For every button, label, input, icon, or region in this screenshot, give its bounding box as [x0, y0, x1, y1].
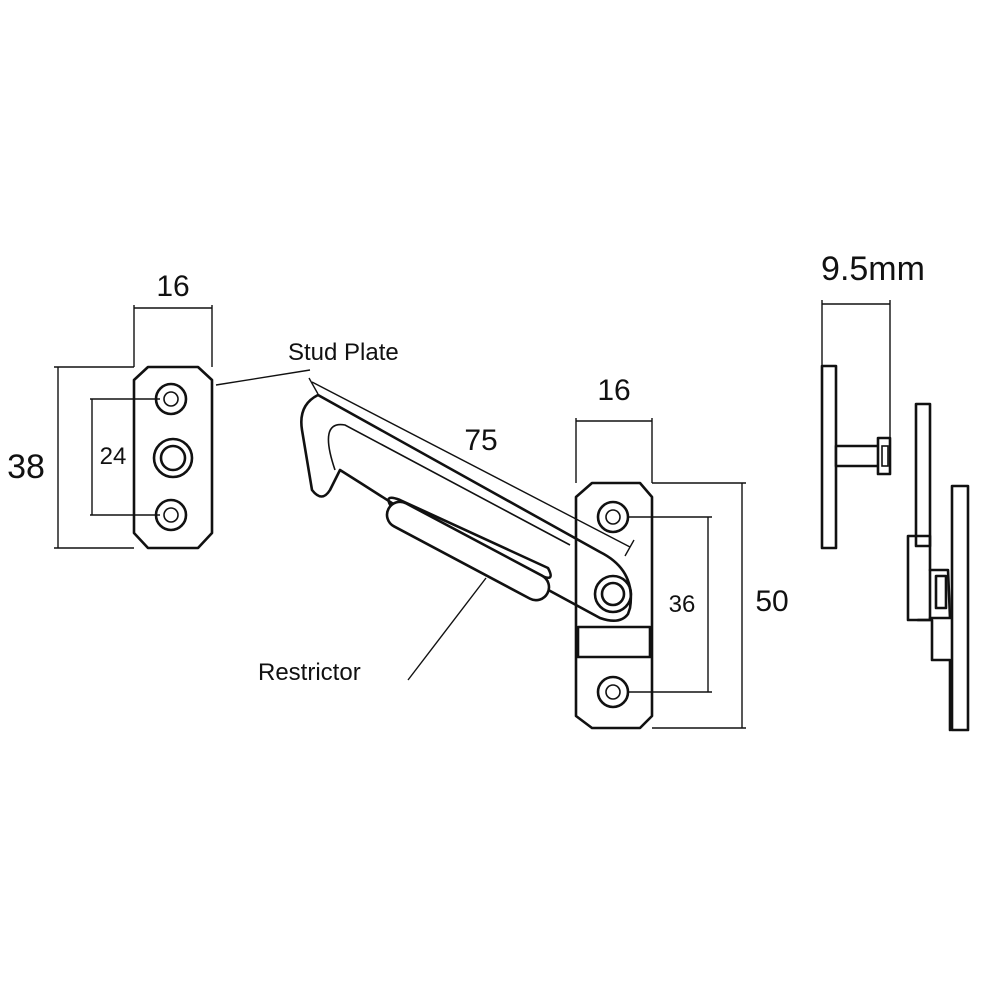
restrictor-base-top-hole — [596, 500, 630, 534]
arm-length-dimension: 75 — [308, 377, 635, 557]
restrictor-base-height-dimension: 50 — [652, 482, 789, 729]
stud-plate-top-hole — [154, 382, 188, 416]
stud-plate-center-stud — [152, 437, 194, 479]
stud-plate-width-label: 16 — [156, 270, 189, 303]
restrictor-base-width-dimension: 16 — [575, 374, 653, 483]
stud-plate-callout: Stud Plate — [215, 339, 399, 386]
restrictor-base-bottom-hole — [596, 675, 630, 709]
restrictor-base-height-label: 50 — [755, 585, 788, 618]
restrictor-callout: Restrictor — [258, 577, 487, 686]
stud-plate-height-dimension: 38 — [7, 366, 134, 549]
restrictor-base-pivot-stud — [593, 574, 633, 614]
restrictor-base-plate — [574, 481, 654, 730]
restrictor-label: Restrictor — [258, 659, 361, 686]
restrictor-base-slide — [576, 625, 652, 659]
restrictor-hole-spacing-dimension: 36 — [628, 516, 712, 693]
arm-length-label: 75 — [464, 424, 497, 457]
restrictor-base-width-label: 16 — [597, 374, 630, 407]
stud-plate-height-label: 38 — [7, 448, 45, 486]
restrictor-hole-spacing-label: 36 — [669, 591, 696, 618]
stud-plate-width-dimension: 16 — [133, 270, 213, 367]
stud-plate-hole-spacing-label: 24 — [100, 443, 127, 470]
side-view — [820, 364, 970, 732]
side-projection-label: 9.5mm — [821, 250, 925, 288]
restrictor-arm-slot-outline — [385, 500, 551, 602]
stud-plate-bottom-hole — [154, 498, 188, 532]
stud-plate — [132, 365, 214, 550]
stud-plate-label: Stud Plate — [288, 339, 399, 366]
stud-plate-hole-spacing-dimension: 24 — [90, 398, 160, 516]
side-projection-dimension: 9.5mm — [821, 250, 925, 438]
